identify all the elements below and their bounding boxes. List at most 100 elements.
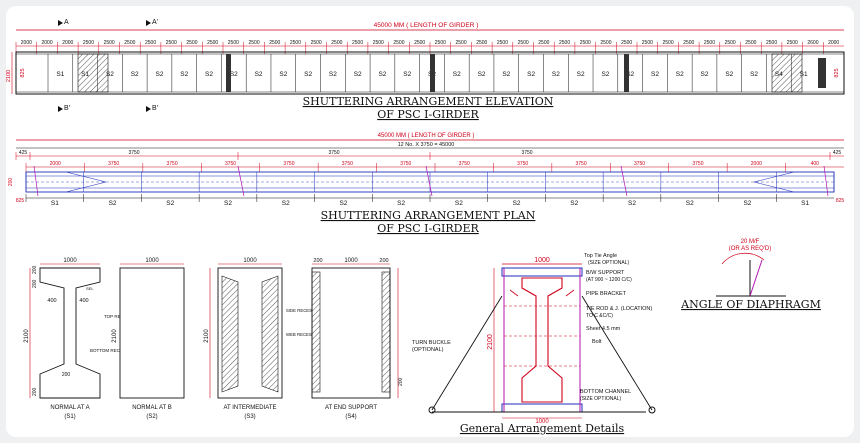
plan-dim-label: 2000 [751, 161, 762, 167]
elevation-title-line2: OF PSC I-GIRDER [377, 108, 479, 121]
elevation-panel-label: S2 [502, 71, 510, 78]
plan-length-label: 45000 MM ( LENGTH OF GIRDER ) [378, 133, 475, 139]
plan-panel-label: S2 [686, 200, 694, 207]
elevation-dim-label: 2500 [352, 40, 363, 46]
plan-panel-label: S2 [743, 200, 751, 207]
elevation-panel-label: S2 [131, 71, 139, 78]
elevation-dim-label: 2000 [828, 40, 839, 46]
s3-caption: AT INTERMEDIATE [223, 405, 276, 411]
plan-group-dim-label: 3750 [328, 150, 339, 156]
elevation-panel-label: S2 [329, 71, 337, 78]
elevation-dim-label: 2600 [807, 40, 818, 46]
elevation-panel-label: S1 [800, 71, 808, 78]
elevation-dim-label: 2500 [269, 40, 280, 46]
s3-width: 1000 [243, 258, 257, 264]
s2-width: 1000 [145, 258, 159, 264]
plan-dim-label: 3750 [576, 161, 587, 167]
elevation-length-label: 45000 MM ( LENGTH OF GIRDER ) [374, 22, 479, 29]
elevation-dim-label: 2500 [787, 40, 798, 46]
elevation-dim-label: 2500 [455, 40, 466, 46]
plan-panel-label: S2 [628, 200, 636, 207]
ga-note-8: Bolt [592, 339, 602, 345]
elevation-dim-label: 2500 [766, 40, 777, 46]
plan-panel-label: S2 [455, 200, 463, 207]
elevation-dim-label: 2500 [145, 40, 156, 46]
elevation-panel-label: S2 [106, 71, 114, 78]
drawing-canvas: 45000 MM ( LENGTH OF GIRDER ) A A' B' B'… [6, 19, 845, 435]
elevation-panel-label: S2 [552, 71, 560, 78]
ga-note-6: TO C &C/C) [586, 313, 613, 319]
s3-caption-code: (S3) [244, 414, 255, 420]
elevation-dim-label: 2500 [621, 40, 632, 46]
s1-width: 1000 [63, 258, 77, 264]
s2-caption-code: (S2) [146, 414, 157, 420]
plan-dim-label: 3750 [108, 161, 119, 167]
plan-dim-label: 3750 [400, 161, 411, 167]
s4-d2: 200 [379, 258, 388, 264]
plan-dim-label: 3750 [225, 161, 236, 167]
elevation-dim-label: 2500 [290, 40, 301, 46]
section-mark-b: B' [64, 105, 70, 112]
plan-title-line2: OF PSC I-GIRDER [377, 222, 479, 235]
elevation-dim-label: 2500 [580, 40, 591, 46]
ga-note-4: PIPE BRACKET [586, 291, 627, 297]
diaphragm-note-2: (OR AS REQ'D) [729, 246, 771, 252]
s1-dtop2: 200 [32, 279, 38, 288]
elevation-panels: S1S1S2S2S2S2S2S2S2S2S2S2S2S2S2S2S2S2S2S2… [47, 54, 808, 92]
s2-caption: NORMAL AT B [132, 405, 172, 411]
angle-of-diaphragm: 20 M/F (OR AS REQ'D) ANGLE OF DIAPHRAGM [680, 239, 821, 311]
s2-height: 2100 [112, 329, 118, 343]
plan-panel-label: S2 [224, 200, 232, 207]
elevation-dim-label: 2500 [704, 40, 715, 46]
elevation-panel-label: S2 [725, 71, 733, 78]
plan-group-dim-label: 425 [19, 150, 28, 156]
ga-note-11: TURN BUCKLE [412, 340, 451, 346]
s4-d3: 200 [398, 377, 404, 386]
plan-panel-label: S1 [801, 200, 809, 207]
elevation-panel-label: S1 [56, 71, 64, 78]
elevation-dim-label: 2500 [435, 40, 446, 46]
elevation-panel-label: S2 [255, 71, 263, 78]
elevation-panel-label: S2 [453, 71, 461, 78]
diaphragm-note-1: 20 M/F [741, 239, 760, 245]
plan-view: 45000 MM ( LENGTH OF GIRDER ) 12 No. X 3… [8, 133, 844, 235]
s1-caption: NORMAL AT A [50, 405, 89, 411]
elevation-dim-label: 2500 [248, 40, 259, 46]
elevation-dim-label: 2500 [207, 40, 218, 46]
elevation-dim-label: 2500 [311, 40, 322, 46]
elevation-dim-label: 2500 [104, 40, 115, 46]
elevation-dim-label: 2500 [662, 40, 673, 46]
plan-panel-label: S2 [397, 200, 405, 207]
section-s4: 200 1000 200 200 AT END SUPPORT (S4) [311, 258, 404, 420]
ga-note-0: Top Tie Angle [584, 253, 617, 259]
elevation-dim-label: 2500 [331, 40, 342, 46]
elevation-panel-label: S2 [304, 71, 312, 78]
s3-height: 2100 [204, 329, 210, 343]
plan-side-bottom-right: 825 [836, 198, 845, 204]
elevation-panel-label: S2 [750, 71, 758, 78]
elevation-panel-label: S2 [156, 71, 164, 78]
elevation-panel-label: S2 [180, 71, 188, 78]
plan-panel-label: S2 [570, 200, 578, 207]
ga-note-2: B/W SUPPORT [586, 270, 625, 276]
elevation-dim-label: 2500 [642, 40, 653, 46]
elevation-dim-label: 2500 [414, 40, 425, 46]
plan-group-dim-label: 425 [833, 150, 842, 156]
s4-caption: AT END SUPPORT [325, 405, 377, 411]
elevation-panel-label: S2 [701, 71, 709, 78]
s1-sel: SEL [86, 286, 94, 291]
s1-caption-code: (S1) [64, 414, 75, 420]
ga-bottom-width: 1000 [535, 419, 549, 425]
elevation-dim-label: 2500 [559, 40, 570, 46]
elevation-dim-label: 2500 [538, 40, 549, 46]
plan-panel-label: S1 [51, 200, 59, 207]
elevation-panel-label: S2 [205, 71, 213, 78]
plan-dim-label: 3750 [459, 161, 470, 167]
elevation-panel-label: S2 [478, 71, 486, 78]
plan-panel-label: S2 [339, 200, 347, 207]
plan-dim-label: 3750 [342, 161, 353, 167]
plan-side-bottom-left: 825 [16, 198, 25, 204]
plan-dim-label: 3750 [517, 161, 528, 167]
elevation-end-label-left: 825 [20, 68, 26, 77]
elevation-panel-label: S2 [279, 71, 287, 78]
